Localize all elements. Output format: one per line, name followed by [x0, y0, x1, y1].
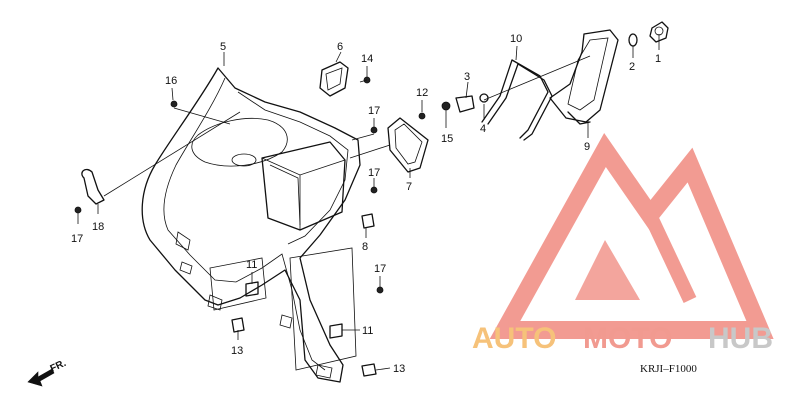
callout-11-upper: 11 — [246, 259, 257, 271]
callout-12: 12 — [416, 87, 428, 99]
watermark-auto: AUTO — [472, 322, 556, 355]
watermark-hub: HUB — [708, 322, 773, 355]
rod-part-10 — [481, 59, 553, 141]
fr-arrow-icon: FR. — [27, 358, 68, 387]
callout-14: 14 — [361, 53, 373, 65]
mountain-logo-icon — [489, 132, 774, 339]
bolt-part-15 — [441, 101, 451, 111]
watermark-moto: MOTO — [583, 322, 672, 355]
nut-part-4 — [479, 93, 489, 103]
bolt-part-13-right — [361, 363, 377, 377]
callout-8: 8 — [362, 241, 368, 253]
clip-part-11-lower — [329, 323, 343, 339]
callout-1: 1 — [655, 53, 661, 65]
spring-part-18 — [81, 168, 105, 205]
callout-10: 10 — [510, 33, 522, 45]
callout-15: 15 — [441, 133, 453, 145]
clip-part-3 — [455, 95, 475, 113]
callout-13-left: 13 — [231, 345, 243, 357]
clip-part-8 — [361, 213, 375, 229]
lid-part-7 — [387, 117, 429, 173]
callout-17-c: 17 — [374, 263, 386, 275]
callout-2: 2 — [629, 61, 635, 73]
watermark-text: AUTO MOTO HUB — [472, 322, 773, 355]
callout-16: 16 — [165, 75, 177, 87]
callout-17-d: 17 — [71, 233, 83, 245]
callout-11-lower: 11 — [362, 325, 373, 337]
callout-18: 18 — [92, 221, 104, 233]
diagram-code: KRJI–F1000 — [640, 363, 697, 375]
callout-17-a: 17 — [368, 105, 380, 117]
callout-3: 3 — [464, 71, 470, 83]
bolt-part-12 — [418, 112, 426, 120]
screw-part-14 — [359, 76, 371, 84]
frame-part-9 — [549, 29, 619, 125]
callout-4: 4 — [480, 123, 486, 135]
clip-part-11-upper — [245, 281, 259, 297]
screws-part-17 — [74, 126, 384, 294]
callout-17-b: 17 — [368, 167, 380, 179]
callout-7: 7 — [406, 181, 412, 193]
callout-13-right: 13 — [393, 363, 405, 375]
callout-6: 6 — [337, 41, 343, 53]
callout-labels: 1 2 3 4 5 6 7 8 9 10 11 11 12 13 13 14 1… — [71, 33, 661, 375]
direction-label: FR. — [49, 358, 68, 375]
bolt-part-13-left — [231, 317, 245, 333]
screw-part-16 — [170, 100, 178, 108]
inner-cover-part — [141, 67, 361, 383]
callout-5: 5 — [220, 41, 226, 53]
bracket-part-6 — [319, 61, 349, 97]
callout-9: 9 — [584, 141, 590, 153]
leader-lines — [77, 34, 660, 371]
washer-part-2 — [628, 33, 638, 47]
